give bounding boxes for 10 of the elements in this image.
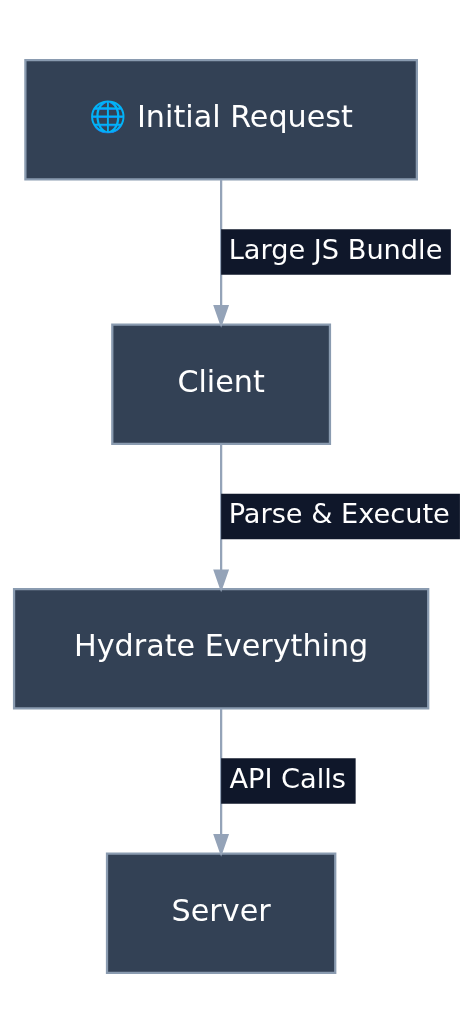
edge-label: API Calls: [229, 762, 347, 794]
node-box: Client: [111, 323, 332, 446]
node-box: Server: [105, 852, 337, 975]
node-box: Hydrate Everything: [12, 587, 430, 710]
edge-label: Large JS Bundle: [228, 233, 443, 265]
arrow: [213, 179, 230, 328]
node-box: 🌐 Initial Request: [24, 58, 418, 181]
edge-label: Parse & Execute: [228, 498, 450, 530]
arrow: [213, 444, 230, 593]
arrow: [213, 708, 230, 857]
